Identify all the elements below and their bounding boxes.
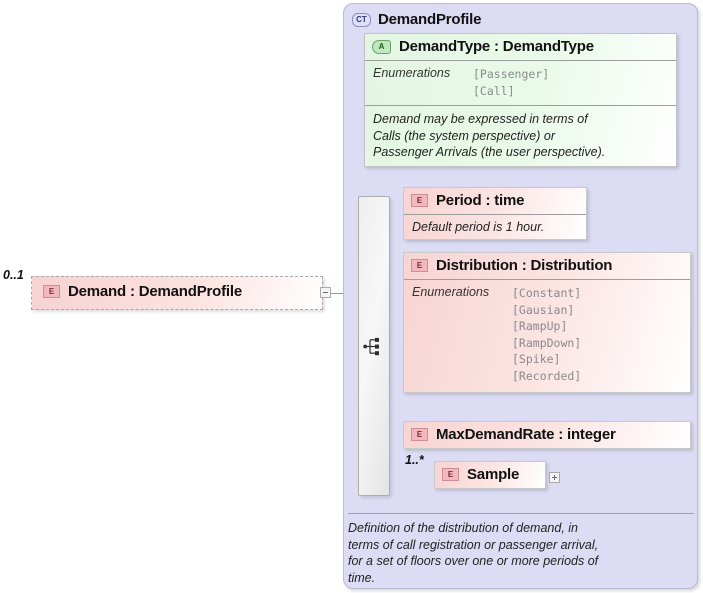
enumeration-value: [Call] [473, 83, 515, 98]
occurrence-sample: 1..* [405, 453, 424, 467]
attribute-demandtype-box[interactable]: A DemandType : DemandType Enumerations [… [364, 33, 677, 167]
element-distribution-label: Distribution : Distribution [436, 257, 613, 274]
element-period-box[interactable]: E Period : time Default period is 1 hour… [403, 187, 587, 240]
element-sample-label: Sample [467, 466, 520, 483]
complex-type-title-row: CT DemandProfile [352, 11, 481, 28]
element-distribution-box[interactable]: E Distribution : Distribution Enumeratio… [403, 252, 691, 393]
element-maxdemandrate-label: MaxDemandRate : integer [436, 426, 616, 443]
attribute-enumerations-label: Enumerations [373, 66, 451, 80]
expand-toggle-sample[interactable] [549, 472, 560, 483]
enumeration-value: [Constant] [512, 286, 582, 300]
attribute-label: DemandType : DemandType [399, 38, 594, 55]
element-period-header: E Period : time [404, 188, 586, 214]
element-distribution-enumerations-label: Enumerations [412, 285, 490, 299]
element-period-documentation: Default period is 1 hour. [404, 215, 586, 239]
element-distribution-enumerations-values: [Constant] [Gausian] [RampUp] [RampDown]… [512, 285, 581, 384]
element-sample-header: E Sample [435, 462, 545, 488]
enumeration-value: [RampUp] [512, 319, 568, 333]
element-period-documentation-text: Default period is 1 hour. [412, 220, 545, 234]
enumeration-value: [Gausian] [512, 302, 575, 317]
element-demand-header: E Demand : DemandProfile [32, 277, 322, 306]
complex-type-title: DemandProfile [378, 11, 482, 28]
complex-type-documentation-text: Definition of the distribution of demand… [348, 521, 599, 585]
attribute-enumerations: Enumerations [Passenger] [Call] [365, 61, 676, 105]
element-badge: E [411, 259, 428, 272]
element-badge: E [411, 194, 428, 207]
enumeration-value: [RampDown] [512, 335, 582, 350]
complex-type-badge: CT [352, 12, 371, 27]
element-demand-box[interactable]: E Demand : DemandProfile [31, 276, 323, 310]
complex-type-documentation: Definition of the distribution of demand… [348, 513, 694, 586]
element-distribution-enumerations: Enumerations [Constant] [Gausian] [RampU… [404, 280, 690, 392]
element-demand-label: Demand : DemandProfile [68, 283, 242, 300]
attribute-documentation: Demand may be expressed in terms of Call… [365, 105, 676, 166]
element-period-label: Period : time [436, 192, 525, 209]
element-distribution-header: E Distribution : Distribution [404, 253, 690, 279]
enumeration-value: [Recorded] [512, 368, 582, 383]
sequence-icon [363, 337, 379, 356]
attribute-badge: A [372, 39, 391, 54]
element-badge: E [442, 468, 459, 481]
element-badge: E [411, 428, 428, 441]
element-maxdemandrate-header: E MaxDemandRate : integer [404, 422, 690, 448]
divider [404, 214, 586, 215]
collapse-toggle-demand[interactable] [320, 287, 331, 298]
attribute-enumerations-values: [Passenger] [Call] [473, 66, 549, 99]
enumeration-value: [Spike] [512, 352, 561, 366]
element-sample-box[interactable]: E Sample [434, 461, 546, 489]
element-badge: E [43, 285, 60, 298]
occurrence-demand: 0..1 [3, 268, 24, 282]
divider [404, 279, 690, 280]
enumeration-value: [Passenger] [473, 67, 550, 81]
element-maxdemandrate-box[interactable]: E MaxDemandRate : integer [403, 421, 691, 449]
attribute-header: A DemandType : DemandType [365, 34, 676, 61]
attribute-documentation-text: Demand may be expressed in terms of Call… [373, 112, 606, 159]
